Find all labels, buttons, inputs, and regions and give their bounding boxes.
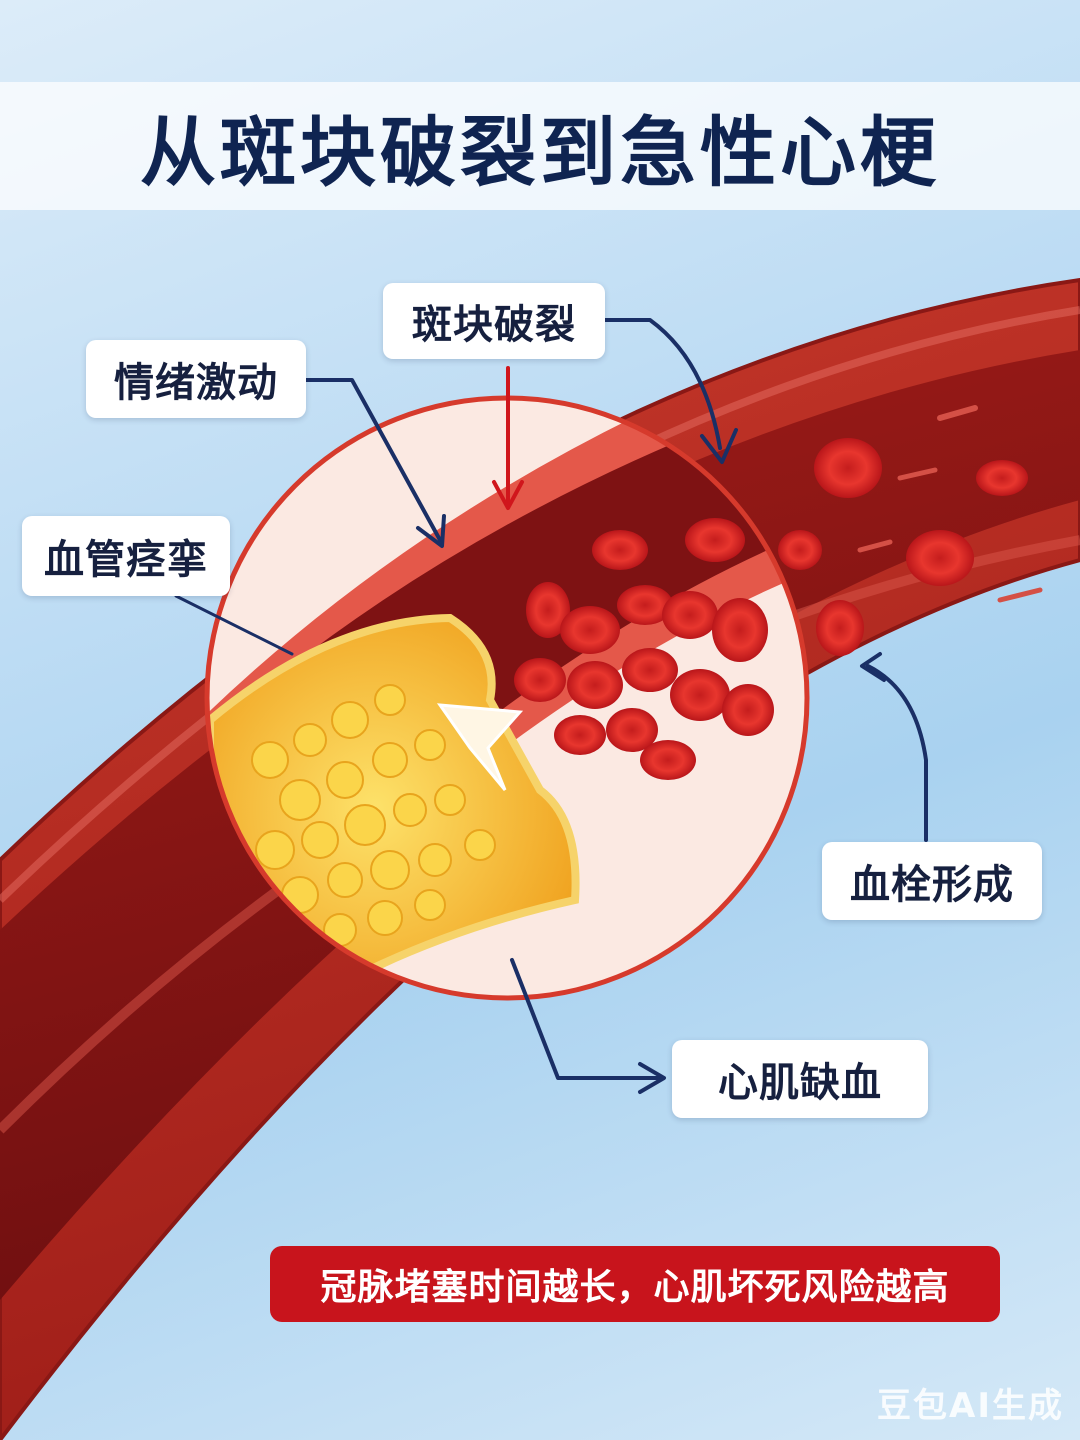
arrow-thrombus	[866, 664, 928, 842]
red-blood-cell	[906, 530, 974, 586]
arrow-plaque-rupture	[603, 318, 722, 450]
label-emotional-stress: 情绪激动	[86, 340, 306, 418]
red-blood-cell	[606, 708, 658, 752]
red-blood-cell	[814, 438, 882, 498]
red-blood-cell	[816, 600, 864, 656]
red-blood-cell	[640, 740, 696, 780]
arrow-emotion	[304, 378, 442, 542]
warning-banner: 冠脉堵塞时间越长，心肌坏死风险越高	[270, 1246, 1000, 1322]
red-blood-cell	[712, 598, 768, 662]
red-blood-cell	[567, 661, 623, 709]
red-blood-cell	[554, 715, 606, 755]
connectors	[174, 318, 928, 1094]
red-blood-cell	[778, 530, 822, 570]
red-blood-cell	[592, 530, 648, 570]
thrombus	[514, 518, 774, 780]
red-blood-cell	[622, 648, 678, 692]
red-blood-cell	[514, 658, 566, 702]
red-blood-cell	[685, 518, 745, 562]
arrow-ischemia	[510, 958, 664, 1080]
label-myocardial-ischemia: 心肌缺血	[672, 1040, 928, 1118]
label-vasospasm: 血管痉挛	[22, 516, 230, 596]
red-blood-cell	[976, 460, 1028, 496]
red-blood-cell	[662, 591, 718, 639]
red-blood-cell	[526, 582, 570, 638]
magnified-view	[207, 398, 807, 998]
watermark: 豆包AI生成	[877, 1386, 1064, 1426]
red-blood-cell	[670, 669, 730, 721]
label-thrombus-formation: 血栓形成	[822, 842, 1042, 920]
title-band: 从斑块破裂到急性心梗	[0, 82, 1080, 210]
label-plaque-rupture: 斑块破裂	[383, 283, 605, 359]
red-blood-cell	[560, 606, 620, 654]
free-blood-cells	[778, 438, 1028, 656]
page-title: 从斑块破裂到急性心梗	[140, 108, 940, 197]
rupture-crack-icon	[436, 703, 524, 791]
arrow-spasm	[174, 594, 294, 656]
red-blood-cell	[617, 585, 673, 625]
red-blood-cell	[722, 684, 774, 736]
